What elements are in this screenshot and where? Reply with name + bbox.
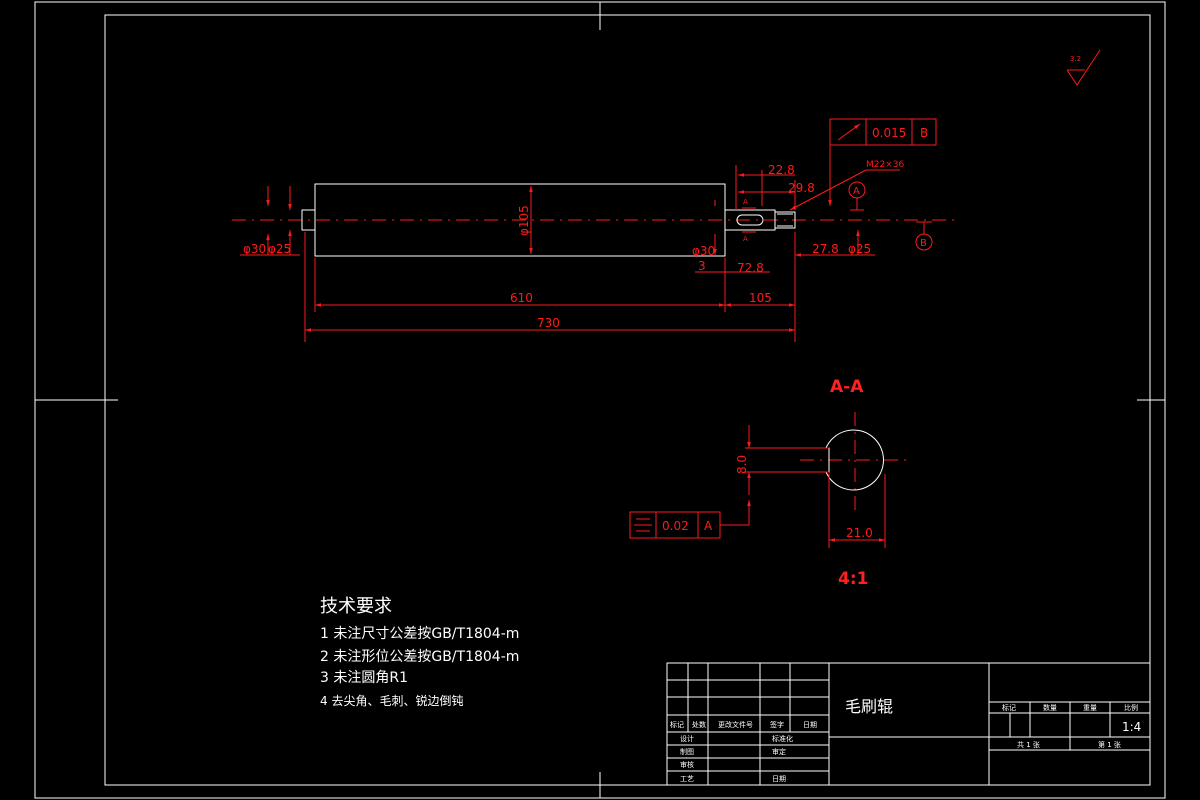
- tb-hdr-count: 处数: [692, 720, 706, 729]
- keyway: [736, 214, 764, 226]
- dim-21-0: 21.0: [846, 526, 873, 540]
- dim-72-8: 72.8: [737, 261, 764, 275]
- dim-d30-right: φ30: [692, 244, 715, 258]
- tb-sheet-no: 第 1 张: [1098, 740, 1121, 749]
- section-scale: 4:1: [838, 569, 868, 589]
- tech-item-3: 3 未注圆角R1: [320, 670, 408, 686]
- dim-d25-right: φ25: [848, 242, 871, 256]
- thread-end: [774, 211, 796, 229]
- tb-design: 设计: [680, 734, 694, 743]
- symmetry-datum: A: [704, 519, 713, 533]
- section-profile: [825, 429, 884, 491]
- length-dims: 610 105 730: [304, 232, 796, 342]
- datum-b-letter: B: [920, 238, 927, 249]
- tech-heading: 技术要求: [320, 596, 392, 617]
- left-diameter-dims: φ30 φ25: [240, 186, 300, 256]
- datum-a-marker: A: [848, 181, 866, 211]
- section-cut-label-top: A: [743, 198, 748, 206]
- dim-730: 730: [537, 316, 560, 330]
- section-title: A-A: [830, 377, 864, 397]
- outer-border: [34, 1, 1166, 799]
- dim-610: 610: [510, 291, 533, 305]
- datum-a-letter: A: [853, 186, 860, 197]
- symmetry-icon: [634, 518, 652, 532]
- tb-date: 日期: [772, 775, 786, 783]
- body-diameter-dim: φ105: [517, 186, 533, 254]
- tb-r-mark: 标记: [1002, 703, 1016, 712]
- roughness-symbol: 3.2: [1066, 49, 1101, 86]
- section-cut-label-bottom: A: [743, 235, 748, 243]
- tb-hdr-sign: 签字: [770, 720, 784, 729]
- inner-border: [104, 14, 1151, 786]
- tech-item-4: 4 去尖角、毛刺、锐边倒钝: [320, 694, 463, 708]
- tb-hdr-doc: 更改文件号: [718, 720, 753, 729]
- right-dims: 22.8 29.8 φ30 3 72.8 27.8 φ25: [692, 163, 875, 275]
- dim-3: 3: [698, 259, 706, 273]
- tb-process: 工艺: [680, 775, 694, 783]
- tb-r-qty: 数量: [1043, 703, 1057, 712]
- tech-requirements: 技术要求 1 未注尺寸公差按GB/T1804-m 2 未注形位公差按GB/T18…: [320, 596, 519, 708]
- tb-scale-value: 1:4: [1122, 720, 1141, 734]
- tb-r-weight: 重量: [1083, 704, 1097, 712]
- tb-review: 审核: [680, 760, 694, 769]
- section-view: 8.0 21.0: [735, 412, 908, 548]
- tb-r-scale: 比例: [1124, 703, 1138, 712]
- shaft-main-view: A A: [232, 183, 958, 257]
- thread-spec: M22×36: [866, 160, 904, 170]
- roughness-value: 3.2: [1070, 55, 1081, 63]
- tb-approve: 审定: [772, 747, 786, 756]
- dim-d25-left: φ25: [268, 242, 291, 256]
- tb-hdr-mark: 标记: [670, 720, 684, 729]
- tech-item-1: 1 未注尺寸公差按GB/T1804-m: [320, 626, 519, 642]
- dim-d30-left: φ30: [243, 242, 266, 256]
- dim-105: 105: [749, 291, 772, 305]
- tb-hdr-date: 日期: [803, 721, 817, 729]
- dim-27-8: 27.8: [812, 242, 839, 256]
- dim-d105: φ105: [517, 205, 531, 236]
- runout-value: 0.015: [872, 126, 906, 140]
- runout-datum: B: [920, 126, 928, 140]
- dim-29-8: 29.8: [788, 181, 815, 195]
- dim-22-8: 22.8: [768, 163, 795, 177]
- runout-icon: [837, 123, 861, 141]
- thread-callout: M22×36: [789, 160, 904, 211]
- runout-tolerance-frame: 0.015 B: [828, 118, 937, 206]
- dim-8-0: 8.0: [735, 455, 749, 474]
- tb-standard: 标准化: [772, 734, 793, 743]
- datum-b-marker: B: [915, 221, 933, 251]
- tech-item-2: 2 未注形位公差按GB/T1804-m: [320, 649, 519, 665]
- tb-drafting: 制图: [680, 747, 694, 756]
- symmetry-tolerance-frame: 0.02 A: [629, 500, 751, 539]
- part-name: 毛刷辊: [845, 697, 893, 716]
- title-block: 标记 处数 更改文件号 签字 日期 设计 制图 审核 工艺 标准化 审定 日期 …: [666, 662, 1151, 786]
- symmetry-value: 0.02: [662, 519, 689, 533]
- tb-sheets-total: 共 1 张: [1017, 740, 1040, 749]
